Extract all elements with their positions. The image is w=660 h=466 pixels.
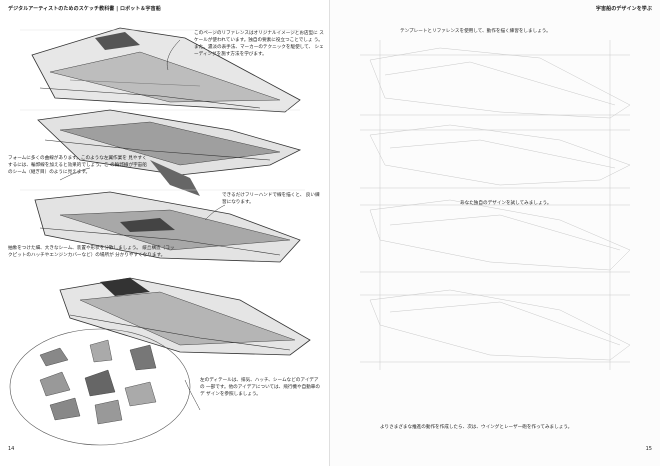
- note-wings-lasers: よりさまざまな推進の動作を作成したら、次は、ウイングとレーザー砲を作ってみましょ…: [380, 425, 573, 430]
- spaceship-sketch-1: [20, 27, 301, 113]
- spaceship-sketch-2: [37, 109, 302, 196]
- spaceship-sketch-4: [59, 277, 311, 356]
- spaceship-sketch-3: [20, 189, 305, 263]
- note-seams: 抽象をつけた細、大きなシーム、装置や形状を分散しましょう。 緩丘構造（コックピッ…: [8, 246, 175, 258]
- note-contour-lines: フォームに多くの曲線があります。このような左翼作業を 見やすくするには、輪郭線を…: [8, 156, 147, 175]
- note-freehand: できるだけフリーハンドで線を描くと、 良い練習になります。: [222, 193, 320, 205]
- page-number-left: 14: [8, 446, 15, 452]
- template-guide-sketches: [360, 40, 631, 370]
- note-own-design: あなた独自のデザインを試してみましょう。: [460, 201, 552, 206]
- right-page: 宇宙船のデザインを学ぶ テンプレートとリファレンスを使用して、動作を描く練習をし…: [330, 0, 660, 466]
- page-number-right: 15: [645, 446, 652, 452]
- left-page-header: デジタルアーティストのためのスケッチ教科書 | ロボット＆宇宙船: [8, 6, 161, 12]
- note-details: 左のディテールは、排気、ハッチ、シームなどのアイデアの 一部です。他のアイデアに…: [200, 378, 320, 397]
- note-reference: このページのリファレンスはオリジナルイメージとお店型に スケールが使われています…: [194, 31, 324, 57]
- details-oval: [9, 328, 191, 446]
- right-page-header: 宇宙船のデザインを学ぶ: [595, 6, 652, 12]
- spaceship-sketches-illustration: [9, 27, 311, 446]
- note-template-practice: テンプレートとリファレンスを使用して、動作を描く練習をしましょう。: [400, 29, 551, 34]
- left-page: デジタルアーティストのためのスケッチ教科書 | ロボット＆宇宙船: [8, 6, 324, 452]
